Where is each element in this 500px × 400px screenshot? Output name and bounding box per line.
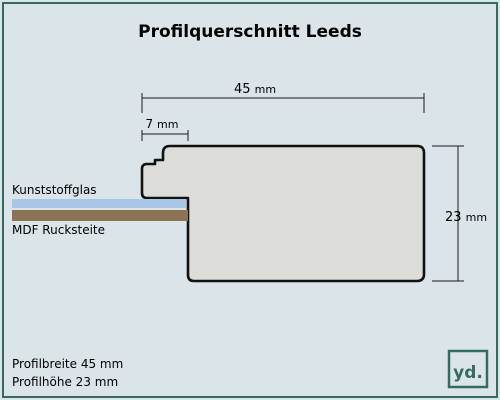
dimension-width	[141, 93, 425, 113]
yd-logo: yd.	[447, 349, 489, 389]
mdf-label: MDF Rucksteite	[12, 223, 105, 237]
mdf-layer	[12, 210, 188, 221]
svg-text:7 mm: 7 mm	[146, 117, 179, 131]
spec-height-text: Profilhöhe 23 mm	[12, 375, 118, 389]
logo-text: yd.	[453, 363, 483, 383]
width-unit: mm	[255, 83, 276, 96]
dimension-rebate	[141, 130, 189, 141]
profile-cross-section	[140, 144, 426, 283]
rebate-unit: mm	[157, 118, 178, 131]
height-value: 23	[445, 210, 462, 225]
width-value: 45	[234, 82, 251, 97]
glass-label: Kunststoffglas	[12, 183, 97, 197]
height-unit: mm	[466, 211, 487, 224]
glass-layer	[12, 199, 186, 208]
svg-text:23 mm: 23 mm	[445, 210, 487, 225]
rebate-value: 7	[146, 117, 154, 131]
svg-text:45 mm: 45 mm	[234, 82, 276, 97]
spec-width-text: Profilbreite 45 mm	[12, 357, 123, 371]
dimension-height	[432, 145, 464, 282]
page-title: Profilquerschnitt Leeds	[138, 22, 362, 42]
